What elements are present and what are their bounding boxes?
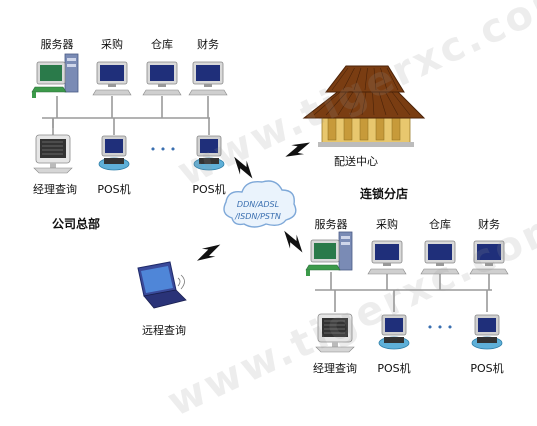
network-cloud-line2: /ISDN/PSTN (235, 212, 281, 221)
branch-manager-terminal-icon (315, 313, 355, 353)
hq-finance-computer-icon (188, 61, 228, 96)
branch-pos1-icon (378, 314, 410, 350)
branch-finance-computer-icon (469, 240, 509, 275)
branch-finance-label: 财务 (478, 218, 500, 231)
branch-server-label: 服务器 (314, 218, 348, 231)
branch-pos2-icon (471, 314, 503, 350)
hq-pos1-label: POS机 (97, 183, 131, 196)
hq-manager-label: 经理查询 (33, 183, 77, 196)
bolt-branch-icon (284, 230, 303, 253)
bolt-distribution-icon (285, 142, 311, 157)
hq-title: 公司总部 (51, 217, 101, 231)
hq-pos2-icon (193, 135, 225, 171)
hq-purchase-computer-icon (92, 61, 132, 96)
bolt-hq-icon (234, 156, 253, 179)
hq-server-label: 服务器 (40, 38, 74, 51)
network-cloud-icon (223, 180, 297, 228)
hq-ellipsis: • • • (149, 143, 177, 156)
network-diagram: www.tigerxc.com www.tigerxc.com 服务器 采购 仓… (31, 0, 537, 426)
branch-ellipsis: • • • (426, 321, 454, 334)
branch-pos2-label: POS机 (470, 362, 504, 375)
remote-laptop-icon (137, 261, 187, 309)
hq-finance-label: 财务 (197, 38, 219, 51)
hq-manager-terminal-icon (33, 134, 73, 174)
network-cloud-line1: DDN/ADSL (236, 200, 280, 209)
hq-pos2-label: POS机 (192, 183, 226, 196)
hq-warehouse-label: 仓库 (151, 38, 173, 51)
branch-title: 连锁分店 (359, 187, 409, 201)
remote-query-label: 远程查询 (142, 324, 186, 337)
warehouse-building-icon (302, 65, 426, 147)
branch-manager-label: 经理查询 (313, 362, 357, 375)
hq-server-icon (31, 53, 79, 98)
branch-warehouse-label: 仓库 (429, 218, 451, 231)
distribution-center-label: 配送中心 (334, 155, 378, 168)
hq-warehouse-computer-icon (142, 61, 182, 96)
hq-purchase-label: 采购 (101, 38, 123, 51)
branch-server-icon (305, 231, 353, 276)
branch-purchase-label: 采购 (376, 218, 398, 231)
diagram-canvas (31, 53, 509, 353)
branch-purchase-computer-icon (367, 240, 407, 275)
bolt-remote-icon (196, 244, 221, 261)
branch-warehouse-computer-icon (420, 240, 460, 275)
hq-pos1-icon (98, 135, 130, 171)
branch-pos1-label: POS机 (377, 362, 411, 375)
